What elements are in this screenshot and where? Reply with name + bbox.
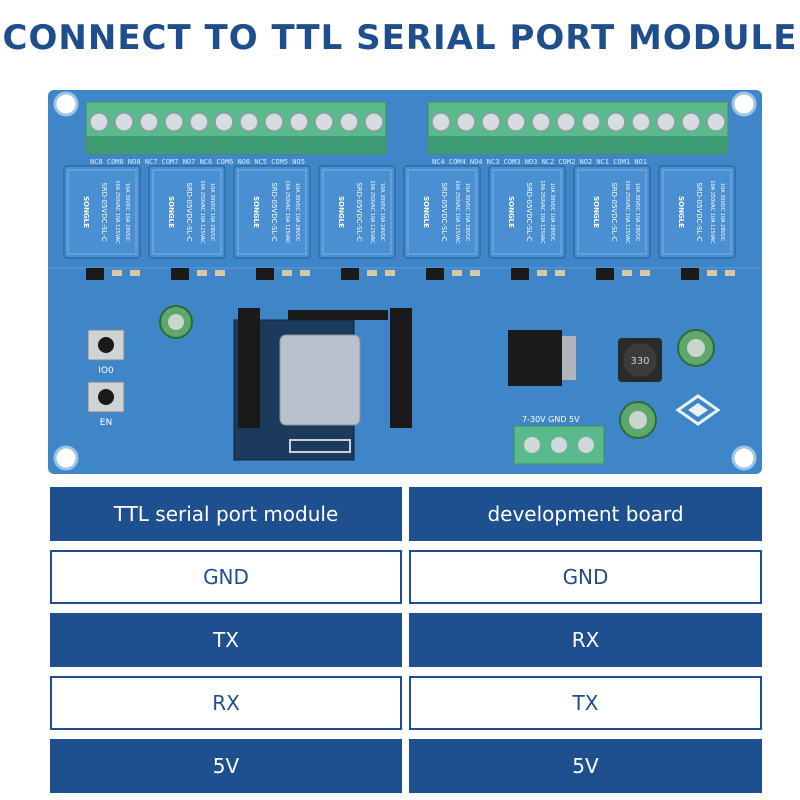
relay: SRD-05VDC-SL-C SONGLE 10A 250VAC 10A 125VA… xyxy=(233,165,311,259)
relay-brand-label: SONGLE xyxy=(507,196,515,228)
inductor: 330 xyxy=(618,338,662,382)
relay-board-illustration: NC8 COM8 NO8 NC7 COM7 NO7 NC6 COM6 NO6 N… xyxy=(48,90,762,474)
relay-rating-label: 10A 250VAC 10A 125VAC xyxy=(454,180,460,244)
relay: SRD-05VDC-SL-C SONGLE 10A 250VAC 10A 125VA… xyxy=(148,165,226,259)
relay-model-label: SRD-05VDC-SL-C xyxy=(270,182,278,241)
relay-rating-label: 10A 30VDC 10A 28VDC xyxy=(464,183,470,242)
relay-brand-label: SONGLE xyxy=(252,196,260,228)
relay: SRD-05VDC-SL-C SONGLE 10A 250VAC 10A 125VA… xyxy=(318,165,396,259)
header-ttl-module: TTL serial port module xyxy=(50,487,402,541)
ttl-pin-cell: RX xyxy=(50,676,402,730)
relay-rating-label: 10A 250VAC 10A 125VAC xyxy=(709,180,715,244)
voltage-regulator xyxy=(508,330,576,386)
table-row: RX TX xyxy=(50,676,762,730)
ttl-pin-cell: TX xyxy=(50,613,402,667)
relay: SRD-05VDC-SL-C SONGLE 10A 250VAC 10A 125VA… xyxy=(573,165,651,259)
relay-model-label: SRD-05VDC-SL-C xyxy=(695,182,703,241)
board-pin-cell: RX xyxy=(409,613,762,667)
relay-board-image: NC8 COM8 NO8 NC7 COM7 NO7 NC6 COM6 NO6 N… xyxy=(48,90,762,474)
capacitor xyxy=(159,305,715,439)
io0-label: IO0 xyxy=(98,366,114,376)
io0-button: IO0 xyxy=(87,329,125,376)
power-terminal: 7-30V GND 5V xyxy=(513,415,605,465)
en-label: EN xyxy=(100,418,112,428)
en-button: EN xyxy=(87,381,125,428)
relay-rating-label: 10A 30VDC 10A 28VDC xyxy=(209,183,215,242)
ttl-pin-cell: GND xyxy=(50,550,402,604)
relay-brand-label: SONGLE xyxy=(677,196,685,228)
relay-brand-label: SONGLE xyxy=(167,196,175,228)
relay-brand-label: SONGLE xyxy=(82,196,90,228)
relay-rating-label: 10A 250VAC 10A 125VAC xyxy=(114,180,120,244)
pin-header-top xyxy=(288,310,388,320)
relay-rating-label: 10A 30VDC 10A 28VDC xyxy=(634,183,640,242)
terminal-block-right xyxy=(427,101,729,155)
relay-model-label: SRD-05VDC-SL-C xyxy=(525,182,533,241)
relay-rating-label: 10A 250VAC 10A 125VAC xyxy=(369,180,375,244)
table-row: GND GND xyxy=(50,550,762,604)
table-header-row: TTL serial port module development board xyxy=(50,487,762,541)
relay-model-label: SRD-05VDC-SL-C xyxy=(185,182,193,241)
relay-rating-label: 10A 250VAC 10A 125VAC xyxy=(199,180,205,244)
relay-brand-label: SONGLE xyxy=(337,196,345,228)
relay-model-label: SRD-05VDC-SL-C xyxy=(440,182,448,241)
header-development-board: development board xyxy=(409,487,762,541)
pin-header-right xyxy=(390,308,412,428)
relay: SRD-05VDC-SL-C SONGLE 10A 250VAC 10A 125VA… xyxy=(403,165,481,259)
pin-header-left xyxy=(238,308,260,428)
ttl-pin-cell: 5V xyxy=(50,739,402,793)
relay-brand-label: SONGLE xyxy=(592,196,600,228)
relay-brand-label: SONGLE xyxy=(422,196,430,228)
relay-rating-label: 10A 30VDC 10A 28VDC xyxy=(294,183,300,242)
terminal-block-left xyxy=(85,101,387,155)
table-row: TX RX xyxy=(50,613,762,667)
smd-components xyxy=(86,268,735,280)
inductor-label: 330 xyxy=(630,356,649,367)
relay-rating-label: 10A 30VDC 10A 28VDC xyxy=(549,183,555,242)
mounting-hole xyxy=(53,91,757,471)
relay-rating-label: 10A 250VAC 10A 125VAC xyxy=(624,180,630,244)
board-pin-cell: 5V xyxy=(409,739,762,793)
relay-rating-label: 10A 30VDC 10A 28VDC xyxy=(719,183,725,242)
power-label: 7-30V GND 5V xyxy=(522,415,580,424)
logo-icon xyxy=(675,394,721,426)
relay-model-label: SRD-05VDC-SL-C xyxy=(610,182,618,241)
terminal-labels-left: NC8 COM8 NO8 NC7 COM7 NO7 NC6 COM6 NO6 N… xyxy=(90,158,305,166)
relay: SRD-05VDC-SL-C SONGLE 10A 250VAC 10A 125VA… xyxy=(658,165,736,259)
relay: SRD-05VDC-SL-C SONGLE 10A 250VAC 10A 125VA… xyxy=(488,165,566,259)
relay-rating-label: 10A 250VAC 10A 125VAC xyxy=(284,180,290,244)
terminal-labels-right: NC4 COM4 NO4 NC3 COM3 NO3 NC2 COM2 NO2 N… xyxy=(432,158,647,166)
relay: SRD-05VDC-SL-C SONGLE 10A 250VAC 10A 125VA… xyxy=(63,165,141,259)
relay-rating-label: 10A 30VDC 10A 28VDC xyxy=(124,183,130,242)
table-row: 5V 5V xyxy=(50,739,762,793)
relay-model-label: SRD-05VDC-SL-C xyxy=(355,182,363,241)
relay-model-label: SRD-05VDC-SL-C xyxy=(100,182,108,241)
relay-rating-label: 10A 250VAC 10A 125VAC xyxy=(539,180,545,244)
page-title: CONNECT TO TTL SERIAL PORT MODULE xyxy=(2,18,798,58)
board-pin-cell: GND xyxy=(409,550,762,604)
board-pin-cell: TX xyxy=(409,676,762,730)
relay-rating-label: 10A 30VDC 10A 28VDC xyxy=(379,183,385,242)
